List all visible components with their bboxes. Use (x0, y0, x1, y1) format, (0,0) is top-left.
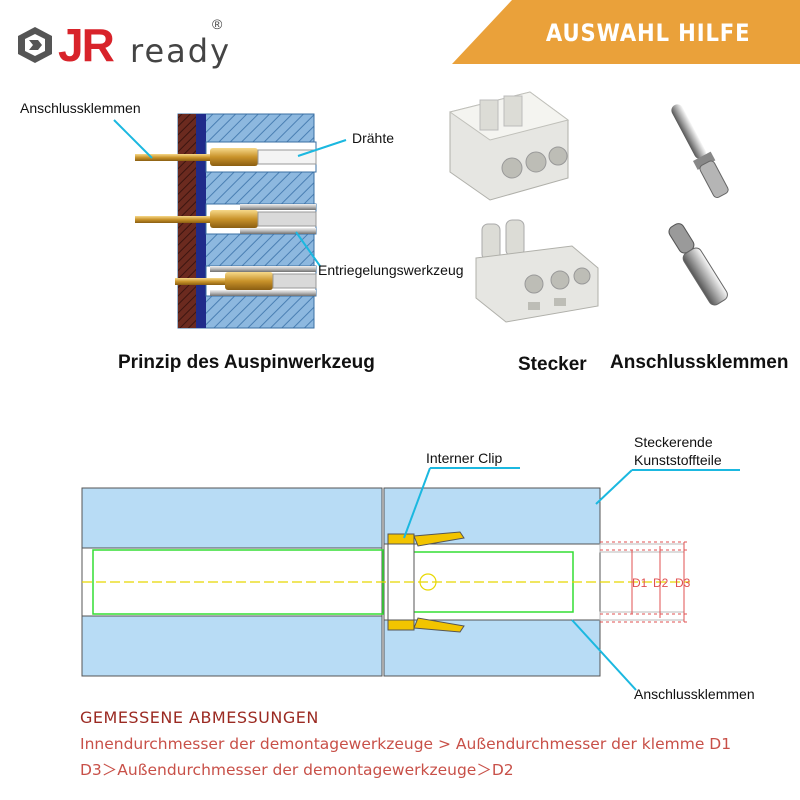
logo-mark-icon (18, 27, 52, 63)
dimension-d1: D1 (632, 576, 648, 590)
logo-registered: ® (212, 16, 223, 32)
label-steckerende: Steckerende (634, 434, 713, 450)
label-anschlussklemmen-bottom: Anschlussklemmen (634, 686, 755, 702)
measurements-title: GEMESSENE ABMESSUNGEN (80, 708, 319, 727)
banner-shape (452, 0, 800, 64)
stecker-image-top (448, 91, 570, 201)
caption-anschlussklemmen: Anschlussklemmen (610, 352, 789, 373)
measurements-line-1: Innendurchmesser der demontagewerkzeuge … (80, 735, 732, 753)
logo-jr: JR (58, 19, 115, 71)
dimension-diagram (81, 467, 740, 691)
label-entriegelungswerkzeug: Entriegelungswerkzeug (318, 262, 464, 278)
brand-logo: JR ready ® (12, 10, 252, 71)
anschlussklemme-pin-image-bottom (668, 223, 728, 306)
caption-stecker: Stecker (518, 354, 587, 375)
dimension-d3: D3 (675, 576, 691, 590)
banner-title: AUSWAHL HILFE (545, 19, 750, 47)
caption-auspinwerkzeug: Prinzip des Auspinwerkzeug (118, 352, 375, 373)
header-banner: AUSWAHL HILFE (452, 0, 800, 64)
anschlussklemme-pin-image-top (671, 104, 729, 198)
dimension-d2: D2 (653, 576, 669, 590)
measurements-line-2: D3＞Außendurchmesser der demontagewerkzeu… (80, 761, 514, 779)
label-kunststoffteile: Kunststoffteile (634, 452, 722, 468)
auspin-principle-diagram (113, 113, 347, 329)
label-draehte: Drähte (352, 130, 395, 146)
label-anschlussklemmen-top: Anschlussklemmen (20, 100, 141, 116)
label-interner-clip: Interner Clip (426, 450, 503, 466)
logo-ready: ready (130, 32, 231, 70)
stecker-image-bottom (475, 219, 599, 323)
